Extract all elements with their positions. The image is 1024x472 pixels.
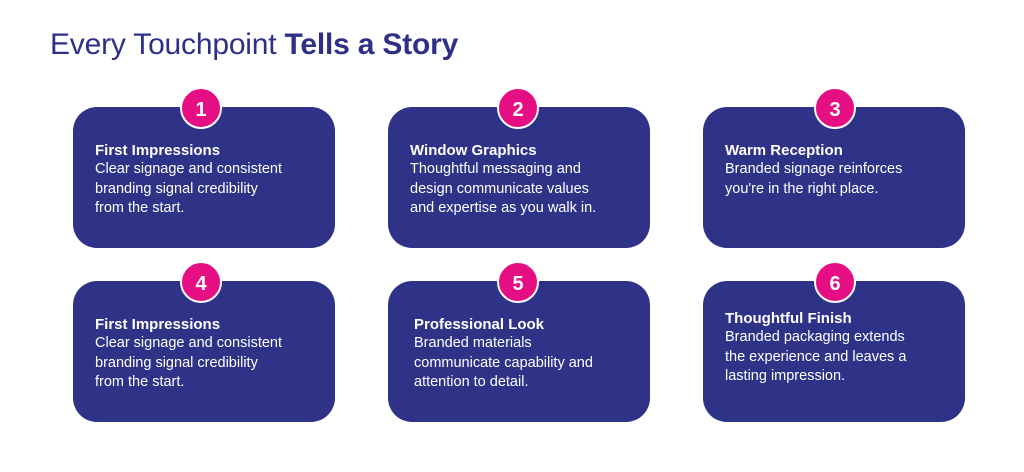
- step-badge-2: 2: [497, 87, 539, 129]
- card-body: Branded materials communicate capability…: [414, 335, 593, 390]
- card-heading: Thoughtful Finish: [725, 310, 852, 327]
- touchpoint-card-5: Professional Look Branded materials comm…: [388, 281, 650, 422]
- touchpoint-card-6: Thoughtful Finish Branded packaging exte…: [703, 281, 965, 422]
- step-badge-1: 1: [180, 87, 222, 129]
- card-body: Thoughtful messaging and design communic…: [410, 161, 597, 216]
- touchpoint-card-3: Warm Reception Branded signage reinforce…: [703, 107, 965, 248]
- step-badge-3: 3: [814, 87, 856, 129]
- touchpoint-card-2: Window Graphics Thoughtful messaging and…: [388, 107, 650, 248]
- page-title: Every Touchpoint Tells a Story: [50, 28, 458, 62]
- card-heading: First Impressions: [95, 316, 221, 333]
- touchpoint-card-1: First Impressions Clear signage and cons…: [73, 107, 335, 248]
- card-body: Branded signage reinforces you're in the…: [725, 161, 903, 197]
- card-body: Clear signage and consistent branding si…: [95, 335, 283, 390]
- card-heading: Window Graphics: [410, 142, 537, 159]
- touchpoint-card-4: First Impressions Clear signage and cons…: [73, 281, 335, 422]
- card-heading: First Impressions: [95, 142, 221, 159]
- step-badge-5: 5: [497, 261, 539, 303]
- title-bold-part: Tells a Story: [284, 28, 459, 61]
- card-body: Clear signage and consistent branding si…: [95, 161, 283, 216]
- card-heading: Professional Look: [414, 316, 545, 333]
- step-badge-4: 4: [180, 261, 222, 303]
- card-body: Branded packaging extends the experience…: [725, 329, 907, 384]
- step-badge-6: 6: [814, 261, 856, 303]
- title-light-part: Every Touchpoint: [50, 28, 285, 61]
- card-heading: Warm Reception: [725, 142, 843, 159]
